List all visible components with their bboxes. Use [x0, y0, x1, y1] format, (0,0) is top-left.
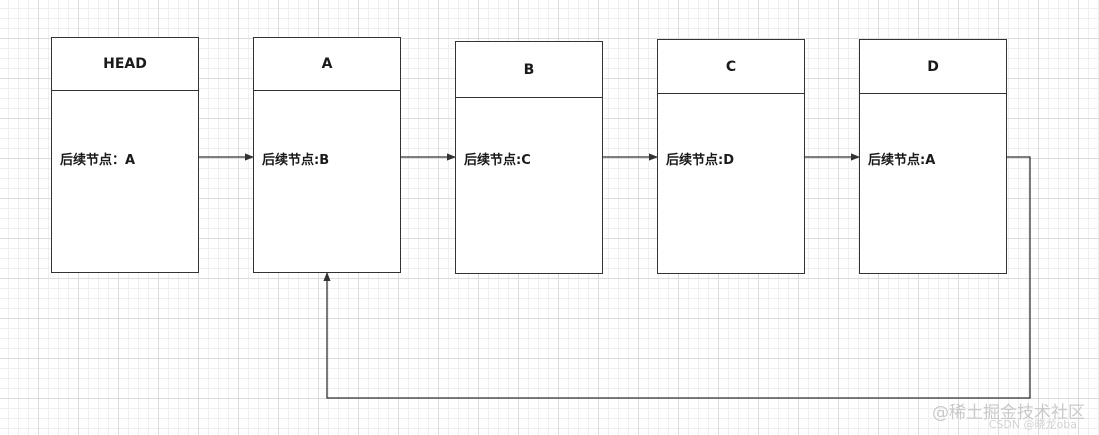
node-b: B 后续节点:C [455, 41, 603, 274]
node-a-header: A [254, 38, 400, 91]
node-d-body: 后续节点:A [868, 153, 936, 168]
node-c: C 后续节点:D [657, 39, 805, 274]
node-c-header: C [658, 40, 804, 94]
edge-d-to-a [323, 156, 1031, 399]
node-b-header: B [456, 42, 602, 98]
node-d-header: D [860, 40, 1006, 94]
node-head-header: HEAD [52, 38, 198, 91]
node-head: HEAD 后续节点：A [51, 37, 199, 273]
node-head-body: 后续节点：A [60, 153, 136, 168]
node-b-body: 后续节点:C [464, 153, 531, 168]
node-a: A 后续节点:B [253, 37, 401, 273]
watermark-site: @稀土掘金技术社区 [932, 403, 1085, 423]
node-d: D 后续节点:A [859, 39, 1007, 274]
node-c-body: 后续节点:D [666, 153, 734, 168]
watermark-author: CSDN @晓龙oba [988, 418, 1077, 431]
node-a-body: 后续节点:B [262, 153, 330, 168]
